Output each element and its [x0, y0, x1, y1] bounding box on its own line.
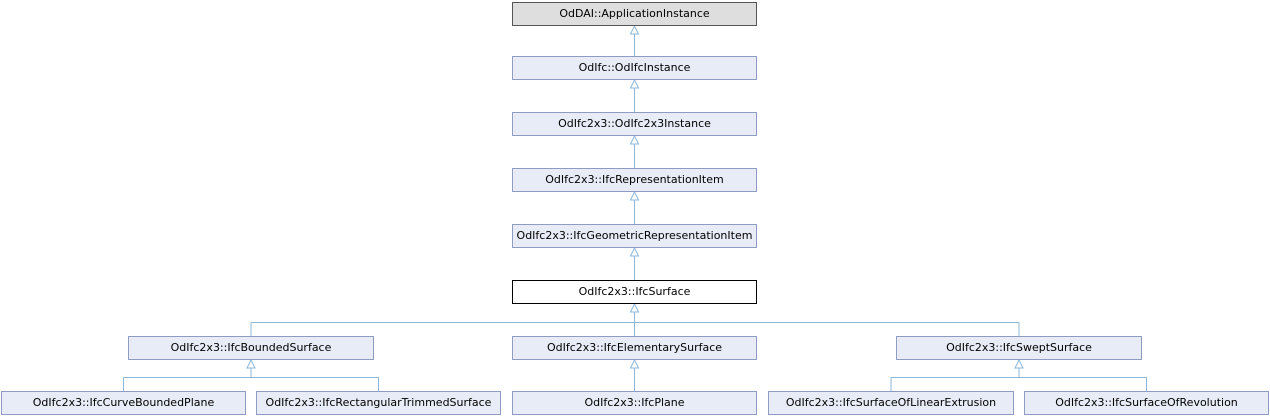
node-ifc-curve-bounded-plane[interactable]: OdIfc2x3::IfcCurveBoundedPlane — [1, 391, 246, 415]
edge-arrowhead — [629, 78, 640, 89]
node-ifc-geometric-representation-item[interactable]: OdIfc2x3::IfcGeometricRepresentationItem — [512, 224, 757, 248]
node-odifc2x3-instance[interactable]: OdIfc2x3::OdIfc2x3Instance — [512, 112, 757, 136]
edge-arrowhead — [629, 134, 640, 145]
edge-arrowhead — [629, 302, 640, 313]
node-ifc-plane[interactable]: OdIfc2x3::IfcPlane — [512, 391, 757, 415]
node-ifc-surface-of-revolution[interactable]: OdIfc2x3::IfcSurfaceOfRevolution — [1024, 391, 1269, 415]
node-ifc-rectangular-trimmed-surface[interactable]: OdIfc2x3::IfcRectangularTrimmedSurface — [256, 391, 501, 415]
node-ifc-swept-surface[interactable]: OdIfc2x3::IfcSweptSurface — [896, 336, 1142, 360]
node-application-instance[interactable]: OdDAI::ApplicationInstance — [512, 2, 757, 26]
edge-arrowhead — [629, 24, 640, 35]
node-ifc-surface-current: OdIfc2x3::IfcSurface — [512, 280, 757, 304]
node-ifc-representation-item[interactable]: OdIfc2x3::IfcRepresentationItem — [512, 168, 757, 192]
edge-arrowhead — [246, 358, 256, 369]
edge-arrowhead — [629, 190, 640, 201]
node-ifc-elementary-surface[interactable]: OdIfc2x3::IfcElementarySurface — [512, 336, 757, 360]
node-ifc-bounded-surface[interactable]: OdIfc2x3::IfcBoundedSurface — [128, 336, 374, 360]
node-ifc-surface-of-linear-extrusion[interactable]: OdIfc2x3::IfcSurfaceOfLinearExtrusion — [768, 391, 1014, 415]
edge-arrowhead — [629, 246, 640, 257]
edge-arrowhead — [629, 358, 640, 369]
node-odifc-instance[interactable]: OdIfc::OdIfcInstance — [512, 56, 757, 80]
edge-arrowhead — [1014, 358, 1024, 369]
